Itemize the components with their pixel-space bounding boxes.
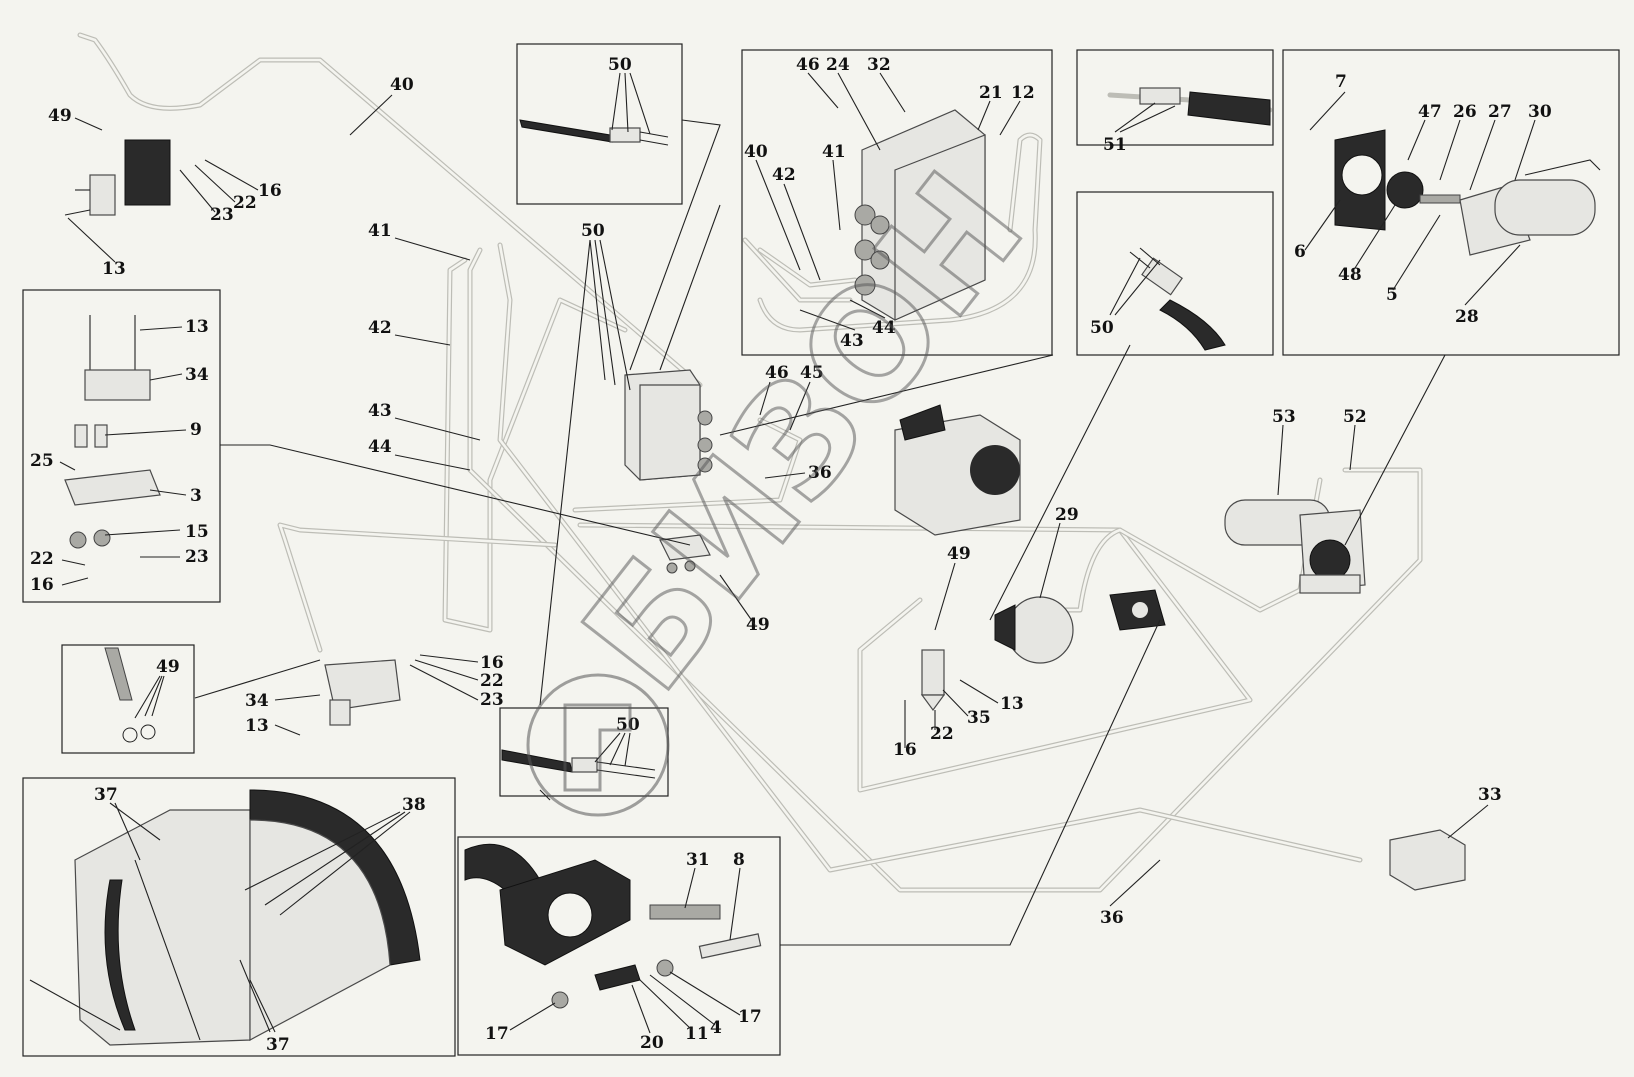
main-wiring-harness: [77, 32, 1423, 893]
callout-52: 52: [1343, 407, 1367, 427]
detail-box-connector-49: 49: [61, 644, 195, 754]
callout-5: 5: [1386, 285, 1398, 305]
callout-16: 16: [30, 575, 54, 595]
callout-38: 38: [402, 795, 426, 815]
callout-22: 22: [930, 724, 954, 744]
callout-50: 50: [581, 221, 605, 241]
callout-53: 53: [1272, 407, 1296, 427]
callout-47: 47: [1418, 102, 1442, 122]
callout-34: 34: [245, 691, 269, 711]
callout-36: 36: [808, 463, 832, 483]
callout-4: 4: [710, 1018, 722, 1038]
callout-28: 28: [1455, 307, 1479, 327]
callout-50: 50: [616, 715, 640, 735]
callout-16: 16: [893, 740, 917, 760]
callout-49: 49: [947, 544, 971, 564]
callout-16: 16: [480, 653, 504, 673]
callout-17: 17: [738, 1007, 762, 1027]
callout-3: 3: [190, 486, 202, 506]
callout-20: 20: [640, 1033, 664, 1053]
callout-50: 50: [608, 55, 632, 75]
callout-22: 22: [233, 193, 257, 213]
callout-50: 50: [1090, 318, 1114, 338]
callout-6: 6: [1294, 242, 1306, 262]
sensor-middle-left: 16 22 23 34 13: [245, 653, 504, 736]
callout-30: 30: [1528, 102, 1552, 122]
callout-13: 13: [1000, 694, 1024, 714]
motor-bracket-center: [894, 404, 1021, 536]
detail-box-connector-51: 51: [1076, 49, 1274, 155]
callout-44: 44: [872, 318, 896, 338]
callout-27: 27: [1488, 102, 1512, 122]
detail-box-connector-50-top: 50: [516, 43, 683, 205]
box-33: 33: [1389, 785, 1502, 891]
speed-sensor-plate: [1109, 589, 1166, 631]
callout-32: 32: [867, 55, 891, 75]
callout-23: 23: [210, 205, 234, 225]
callout-45: 45: [800, 363, 824, 383]
main-callouts: 40 41 42 43 44 50 46 45 36 49 36: [194, 75, 1446, 946]
detail-box-control-unit: 46 24 32 21 12 40 42 41 43 44: [741, 49, 1053, 356]
detail-box-sensor-bracket: 13 34 9 25 3 15 22 23 16: [22, 289, 221, 603]
sensor-center: 49 13 35 22 16: [893, 544, 1024, 760]
callout-43: 43: [840, 331, 864, 351]
callout-43: 43: [368, 401, 392, 421]
callout-12: 12: [1011, 83, 1035, 103]
detail-box-baler-view: 37 38 37: [22, 777, 456, 1057]
callout-42: 42: [368, 318, 392, 338]
callout-21: 21: [979, 83, 1003, 103]
callout-8: 8: [733, 850, 745, 870]
callout-37: 37: [94, 785, 118, 805]
callout-13: 13: [102, 259, 126, 279]
callout-49: 49: [156, 657, 180, 677]
callout-41: 41: [822, 142, 846, 162]
callout-24: 24: [826, 55, 850, 75]
callout-51: 51: [1103, 135, 1127, 155]
detail-box-pickup-shaft: 31 8 17 20 11 4 17: [457, 836, 781, 1056]
callout-17: 17: [485, 1024, 509, 1044]
callout-22: 22: [30, 549, 54, 569]
callout-13: 13: [245, 716, 269, 736]
detail-box-connector-50-right: 50: [1076, 191, 1274, 356]
callout-7: 7: [1335, 72, 1347, 92]
callout-46: 46: [796, 55, 820, 75]
callout-34: 34: [185, 365, 209, 385]
callout-41: 41: [368, 221, 392, 241]
callout-22: 22: [480, 671, 504, 691]
callout-44: 44: [368, 437, 392, 457]
detail-box-gear-motor: 7 47 26 27 30 6 48 5 28: [1282, 49, 1620, 356]
callout-33: 33: [1478, 785, 1502, 805]
callout-42: 42: [772, 165, 796, 185]
callout-49: 49: [48, 106, 72, 126]
callout-40: 40: [744, 142, 768, 162]
meter-gauge: 29: [994, 505, 1079, 664]
callout-9: 9: [190, 420, 202, 440]
callout-40: 40: [390, 75, 414, 95]
motor-right: 53 52: [1224, 407, 1367, 594]
callout-31: 31: [686, 850, 710, 870]
callout-46: 46: [765, 363, 789, 383]
callout-16: 16: [258, 181, 282, 201]
callout-25: 25: [30, 451, 54, 471]
control-unit-main: [624, 369, 713, 481]
callout-35: 35: [967, 708, 991, 728]
callout-29: 29: [1055, 505, 1079, 525]
callout-13: 13: [185, 317, 209, 337]
callout-23: 23: [480, 690, 504, 710]
callout-26: 26: [1453, 102, 1477, 122]
callout-23: 23: [185, 547, 209, 567]
callout-37: 37: [266, 1035, 290, 1055]
callout-15: 15: [185, 522, 209, 542]
sensor-top-left: 49 16 22 23 13: [48, 106, 282, 279]
callout-48: 48: [1338, 265, 1362, 285]
callout-36: 36: [1100, 908, 1124, 928]
detail-box-connector-50-bottom: 50: [499, 707, 669, 797]
